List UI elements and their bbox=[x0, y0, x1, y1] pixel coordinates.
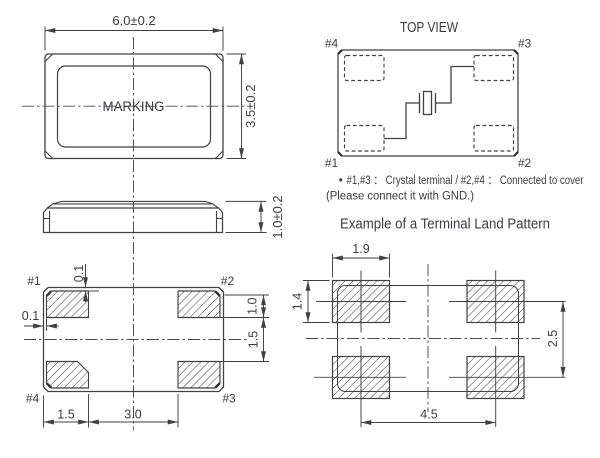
dim-bottom bbox=[43, 394, 179, 428]
bottom-outline bbox=[42, 286, 225, 393]
crystal-circuit bbox=[384, 65, 474, 140]
bottom-pad-3 bbox=[177, 360, 221, 389]
crystal-body bbox=[422, 90, 433, 116]
bottom-pad-1-label: #1 bbox=[27, 274, 41, 288]
schematic-pad-3 bbox=[473, 54, 515, 82]
land-pattern: Example of a Terminal Land Pattern bbox=[291, 217, 566, 427]
dim-pad-left-offset-label: 0.1 bbox=[22, 309, 39, 323]
bottom-pad-3-label: #3 bbox=[222, 392, 236, 406]
note-line2: (Please connect it with GND.) bbox=[326, 191, 474, 203]
dim-side-height bbox=[225, 200, 267, 233]
bottom-pad-2 bbox=[177, 290, 221, 319]
dim-pad-inner-span-label: 3.0 bbox=[124, 408, 141, 422]
package-bottom-view: #1 #2 #3 #4 0.1 0.1 1.0 1.5 bbox=[22, 264, 269, 428]
dim-pad-top-offset bbox=[83, 264, 99, 302]
schematic-title: TOP VIEW bbox=[400, 20, 458, 36]
bottom-pad-2-label: #2 bbox=[221, 274, 235, 288]
dim-package-width bbox=[44, 26, 224, 51]
dim-land-pad-width-label: 1.9 bbox=[352, 242, 369, 256]
dim-land-pad-height-label: 1.4 bbox=[291, 293, 305, 310]
note-line1: #1,#3 ： Crystal terminal / #2,#4 ： Conne… bbox=[347, 175, 584, 187]
schematic-pad-3-label: #3 bbox=[518, 37, 532, 51]
dim-side-height-label: 1.0±0.2 bbox=[270, 195, 285, 238]
package-side-view: 1.0±0.2 bbox=[42, 195, 285, 239]
land-pattern-heading: Example of a Terminal Land Pattern bbox=[340, 217, 550, 233]
schematic-corner-seams bbox=[337, 49, 519, 157]
schematic-pad-2-label: #2 bbox=[518, 156, 532, 170]
dim-land-pad-width bbox=[332, 253, 390, 278]
bottom-pad-4 bbox=[45, 360, 90, 389]
package-lid-outline bbox=[56, 65, 212, 148]
bottom-corner-seams bbox=[45, 290, 221, 389]
dim-package-width-label: 6.0±0.2 bbox=[112, 13, 155, 28]
schematic-pad-4 bbox=[343, 54, 385, 82]
dim-pad-top-offset-label: 0.1 bbox=[72, 265, 86, 282]
dim-land-pad-height bbox=[303, 280, 330, 323]
package-top-view: MARKING 6.0±0.2 3.5±0.2 bbox=[22, 13, 258, 160]
schematic-pad-1-label: #1 bbox=[325, 156, 339, 170]
package-outline bbox=[44, 53, 224, 160]
dim-package-height bbox=[226, 53, 246, 159]
dim-land-vertical-pitch-label: 2.5 bbox=[546, 330, 560, 347]
dim-land-horizontal-pitch-label: 4.5 bbox=[420, 408, 437, 422]
schematic-pads bbox=[343, 54, 515, 152]
dim-package-height-label: 3.5±0.2 bbox=[243, 85, 258, 128]
schematic-outline bbox=[337, 49, 519, 157]
schematic-pad-2 bbox=[473, 124, 515, 152]
schematic-top-view: TOP VIEW #4 #3 #1 #2 • #1,#3 ： Crystal t… bbox=[325, 20, 584, 203]
bottom-pad-1 bbox=[45, 290, 90, 319]
schematic-pad-1 bbox=[343, 124, 385, 152]
dim-pad-left-offset bbox=[24, 317, 59, 331]
bottom-pad-4-label: #4 bbox=[26, 392, 40, 406]
dim-pad-edge-height-label: 1.0 bbox=[246, 297, 260, 314]
land-pad-crosses bbox=[314, 270, 566, 427]
dim-pad-gap-label: 1.5 bbox=[247, 331, 261, 348]
note-bullet: • bbox=[339, 175, 343, 187]
package-corner-seams bbox=[44, 53, 224, 160]
side-castellations bbox=[43, 211, 223, 233]
crystal-lead-left bbox=[384, 102, 420, 140]
dim-pad-width-label: 1.5 bbox=[57, 408, 74, 422]
land-package-outline bbox=[337, 285, 519, 392]
dim-right-side bbox=[220, 294, 269, 362]
schematic-pad-4-label: #4 bbox=[325, 37, 339, 51]
side-lid-outline bbox=[46, 200, 219, 209]
side-body-outline bbox=[42, 207, 224, 234]
crystal-lead-right bbox=[435, 65, 474, 104]
marking-label: MARKING bbox=[103, 98, 165, 114]
